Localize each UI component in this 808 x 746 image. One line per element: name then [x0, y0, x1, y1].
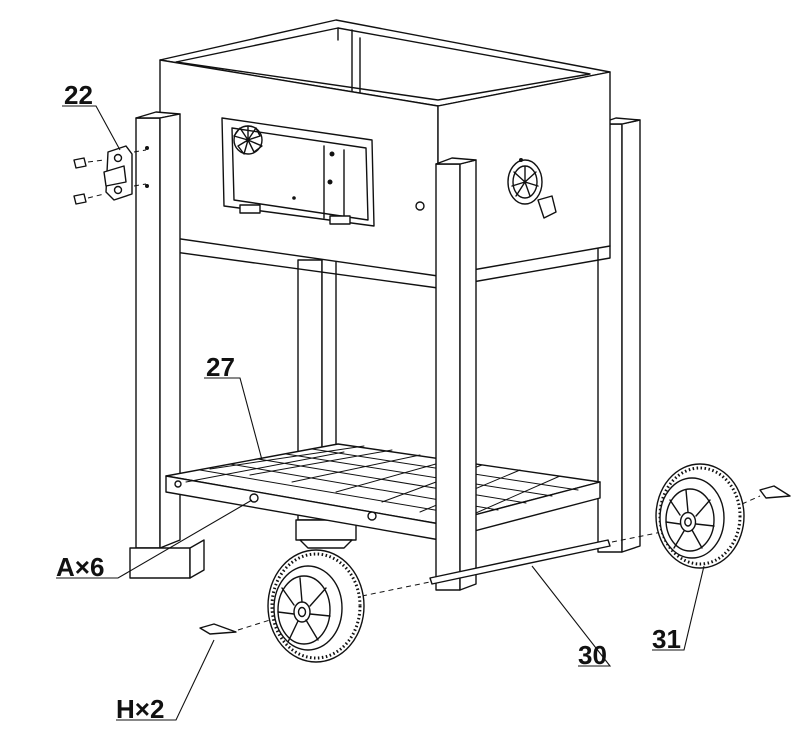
air-vent-icon — [233, 125, 263, 155]
callout-22: 22 — [64, 80, 93, 110]
screw-icon — [73, 193, 105, 205]
leader-lines — [56, 105, 705, 721]
shelf-bolt — [174, 480, 182, 488]
callout-a6: A×6 — [56, 552, 104, 582]
control-knob-icon — [507, 158, 557, 219]
callout-27: 27 — [206, 352, 235, 382]
left-wheel — [267, 549, 365, 663]
shelf-bolt — [367, 511, 377, 521]
front-left-leg — [129, 111, 205, 579]
bottom-shelf — [165, 443, 601, 541]
hairpin-clip-right — [741, 485, 791, 505]
firebox — [159, 19, 611, 289]
callout-31: 31 — [652, 624, 681, 654]
front-right-leg — [435, 157, 477, 591]
right-wheel — [655, 463, 745, 569]
axle — [361, 531, 663, 597]
callout-30: 30 — [578, 640, 607, 670]
screw-icon — [73, 157, 105, 169]
hairpin-clip-left — [199, 619, 271, 635]
bracket-22 — [73, 145, 147, 205]
callout-h2: H×2 — [116, 694, 164, 724]
